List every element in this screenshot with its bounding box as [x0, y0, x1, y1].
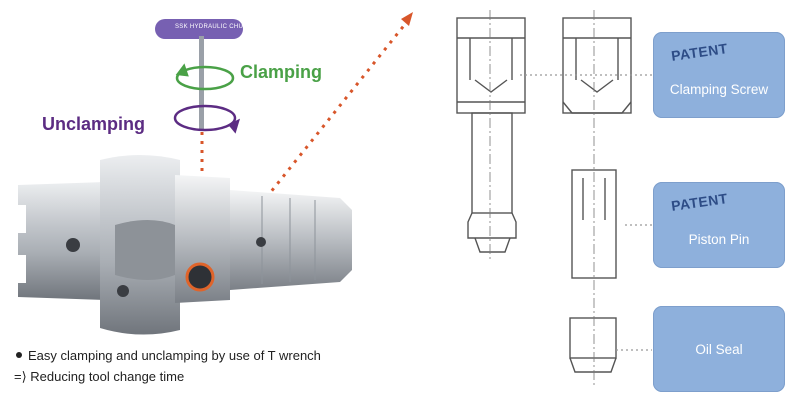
part-name: Clamping Screw — [669, 82, 769, 97]
part-name: Oil Seal — [695, 342, 743, 357]
part-box-oil-seal: Oil Seal — [653, 306, 785, 392]
unclamping-rotation-arrow — [173, 104, 241, 134]
part-box-clamping-screw: PATENT Clamping Screw — [653, 32, 785, 118]
feature-note-text: Easy clamping and unclamping by use of T… — [28, 348, 321, 363]
feature-note: Easy clamping and unclamping by use of T… — [16, 348, 321, 363]
clamping-rotation-arrow — [175, 63, 235, 91]
benefit-note: =⟩ Reducing tool change time — [14, 369, 185, 384]
part-box-piston-pin: PATENT Piston Pin — [653, 182, 785, 268]
t-wrench-shaft — [199, 36, 204, 131]
unclamping-label: Unclamping — [42, 114, 146, 134]
part-name: Piston Pin — [688, 232, 750, 247]
t-wrench-label: SSK HYDRAULIC CHUCK — [175, 24, 253, 30]
clamping-port — [185, 262, 215, 292]
oil-seal-drawing — [569, 317, 617, 373]
patent-badge: PATENT — [670, 190, 729, 214]
t-wrench-handle — [155, 19, 243, 39]
clamping-screw-drawing — [456, 17, 526, 253]
bullet-icon — [16, 352, 22, 358]
piston-pin-drawing — [562, 17, 632, 279]
clamping-label: Clamping — [240, 62, 323, 82]
hydraulic-chuck-holder — [14, 155, 352, 335]
patent-badge: PATENT — [670, 40, 729, 64]
diagonal-arrow-head — [401, 12, 413, 26]
t-wrench-illustration — [155, 19, 243, 131]
